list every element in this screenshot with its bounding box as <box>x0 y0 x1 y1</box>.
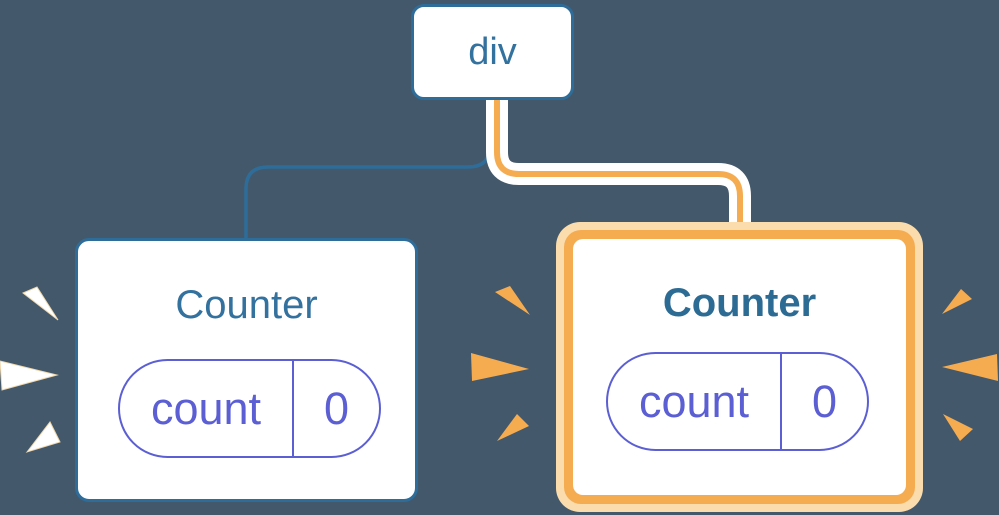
edge-div-to-right-counter <box>494 100 743 234</box>
counter-title: Counter <box>175 283 318 327</box>
sparkle-ray-icon <box>471 353 529 381</box>
sparkle-burst-orange-right-icon <box>942 289 998 441</box>
node-label: div <box>468 30 517 73</box>
state-pill: count 0 <box>606 352 869 451</box>
sparkle-burst-orange-left-icon <box>471 286 530 441</box>
sparkle-ray-icon <box>22 286 59 321</box>
edge-div-to-left-counter <box>244 102 492 242</box>
state-key: count <box>638 375 750 427</box>
sparkle-ray-icon <box>497 414 529 441</box>
sparkle-burst-white-icon <box>0 286 61 453</box>
state-value: 0 <box>811 375 838 427</box>
counter-card-left: Counter count 0 <box>75 238 418 502</box>
sparkle-ray-icon <box>25 421 61 453</box>
pill-divider <box>780 354 782 449</box>
state-key: count <box>150 382 262 434</box>
sparkle-ray-icon <box>495 286 530 315</box>
counter-card-right: Counter count 0 <box>573 239 906 495</box>
pill-divider <box>292 361 294 456</box>
counter-card-right-highlight: Counter count 0 <box>556 222 923 512</box>
state-pill: count 0 <box>118 359 381 458</box>
sparkle-ray-icon <box>942 289 972 314</box>
state-value: 0 <box>323 382 350 434</box>
counter-title: Counter <box>662 281 817 325</box>
highlight-border: Counter count 0 <box>564 230 915 504</box>
tree-node-div: div <box>411 4 574 100</box>
sparkle-ray-icon <box>942 354 998 381</box>
sparkle-ray-icon <box>0 360 59 391</box>
sparkle-ray-icon <box>943 414 973 441</box>
edge-highlight-halo <box>486 100 751 234</box>
